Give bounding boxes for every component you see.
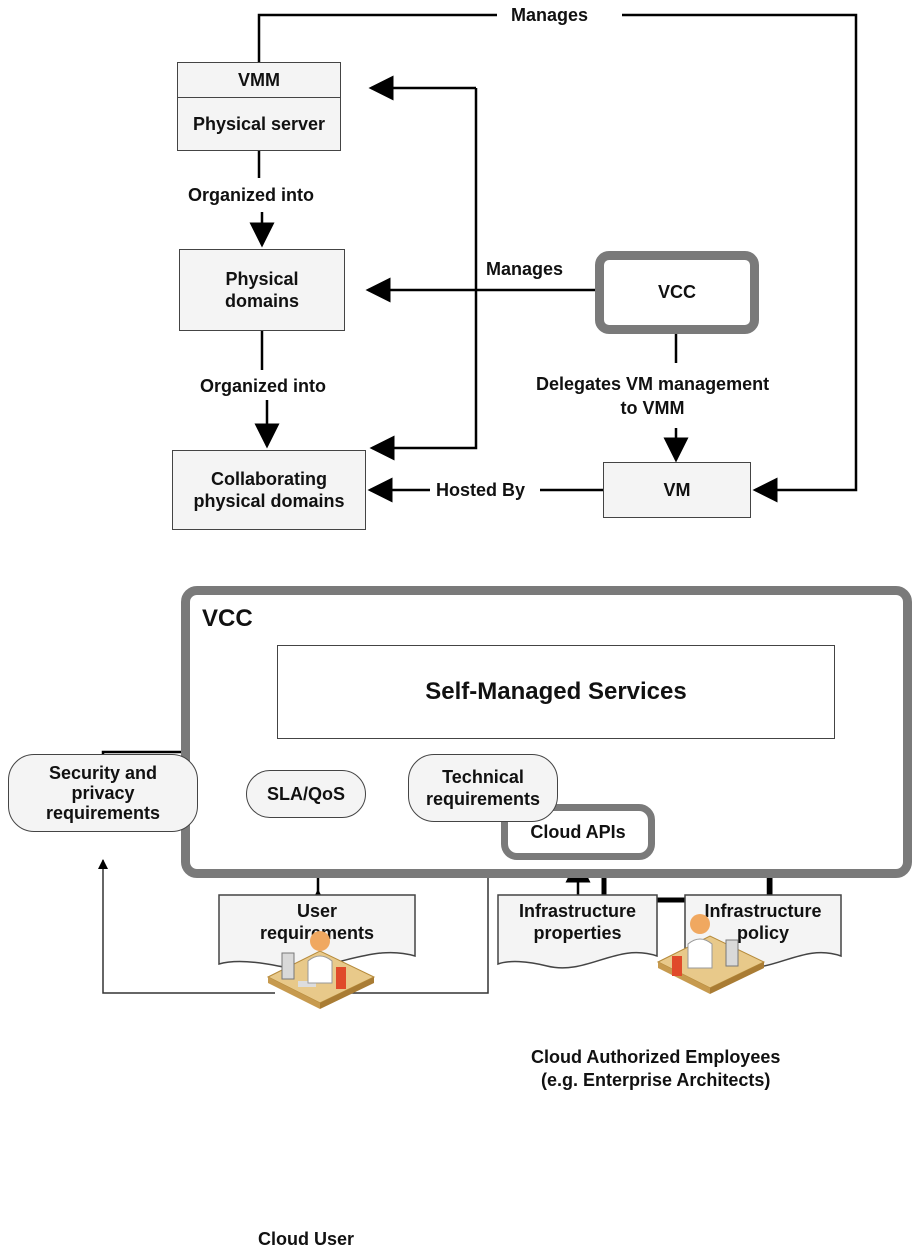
physical-domains-label: Physical domains (224, 269, 299, 311)
physical-server-box: Physical server (177, 97, 341, 151)
technical-label: Technical requirements (425, 767, 541, 809)
hosted-by-label: Hosted By (432, 479, 530, 501)
physical-server-label: Physical server (192, 114, 326, 134)
vm-label: VM (663, 480, 691, 500)
self-managed-services-box: Self-Managed Services (277, 645, 835, 739)
organized-into-label-2: Organized into (196, 375, 330, 397)
infra-properties-label: Infrastructure properties (518, 901, 637, 943)
manages-mid-label: Manages (482, 258, 568, 280)
document-shape (497, 894, 658, 969)
docs-to-api-line (316, 874, 770, 896)
organized-into-label-1: Organized into (184, 184, 318, 206)
manages-loop-line (257, 13, 497, 62)
cloud-user-label: Cloud User (254, 1228, 359, 1250)
manages-loop-line-right (622, 13, 858, 503)
sla-label: SLA/QoS (266, 784, 345, 804)
security-privacy-pill: Security and privacy requirements (8, 754, 198, 832)
vcc-node-label: VCC (657, 282, 696, 302)
link-vertical (369, 88, 478, 461)
infra-policy-label: Infrastructure policy (704, 901, 822, 943)
collaborating-label: Collaborating physical domains (193, 469, 345, 511)
vcc-node: VCC (595, 251, 759, 334)
self-managed-label: Self-Managed Services (425, 678, 687, 705)
vmm-box: VMM (177, 62, 341, 98)
cloud-apis-label: Cloud APIs (530, 821, 626, 842)
collaborating-domains-box: Collaborating physical domains (172, 450, 366, 530)
user-to-technical-line (340, 859, 493, 994)
security-label: Security and privacy requirements (45, 763, 161, 823)
sla-qos-pill: SLA/QoS (246, 770, 366, 818)
person-at-desk-icon (652, 910, 768, 1003)
user-to-security-line (98, 859, 275, 994)
infra-properties-doc: Infrastructure properties (497, 894, 658, 974)
delegates-label: Delegates VM management to VMM (532, 372, 774, 420)
cloud-employees-label: Cloud Authorized Employees (e.g. Enterpr… (527, 1046, 785, 1092)
vmm-label: VMM (238, 70, 280, 90)
vcc-container-title: VCC (202, 605, 253, 632)
technical-requirements-pill: Technical requirements (408, 754, 558, 822)
physical-domains-box: Physical domains (179, 249, 345, 331)
person-at-desk-icon (262, 925, 378, 1018)
manages-top-label: Manages (507, 4, 593, 26)
vm-box: VM (603, 462, 751, 518)
